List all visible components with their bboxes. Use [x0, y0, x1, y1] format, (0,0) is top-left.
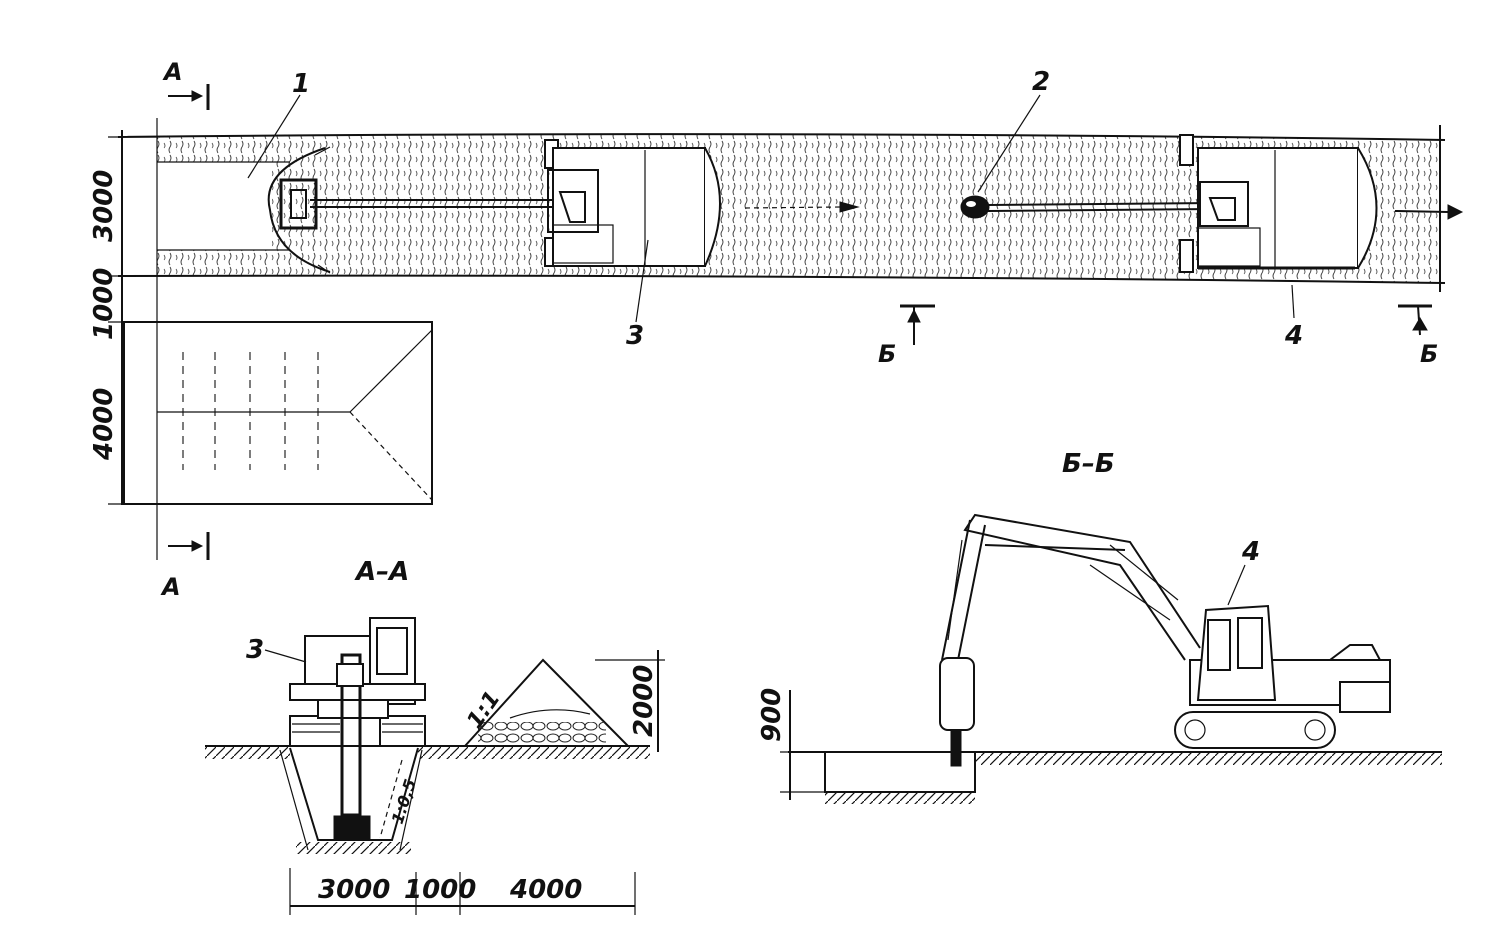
dim-4000-aa: 4000: [509, 875, 582, 905]
section-a-marker-bottom: [168, 532, 210, 560]
direction-arrow: [744, 201, 860, 213]
machine-4-plan: [960, 134, 1464, 273]
section-a-marker-top: [168, 84, 210, 110]
dim-2000-lines: [595, 650, 665, 752]
callout-2: 2: [1032, 67, 1050, 97]
section-a-label-top: А: [162, 58, 183, 86]
dim-3000-plan: 3000: [89, 170, 119, 242]
road-strip-fill: [155, 134, 1440, 283]
callout-4-section: 4: [1241, 537, 1260, 567]
spoil-heap-section: [462, 658, 631, 747]
dim-900-lines: [780, 690, 830, 800]
machine-3-section: [289, 617, 426, 841]
section-b-marker-right: [1398, 304, 1432, 336]
plan-view: 3000 1000 4000 А А Б Б 1: [89, 58, 1464, 601]
dim-2000: 2000: [629, 665, 659, 737]
section-bb-title: Б–Б: [1062, 449, 1115, 479]
section-bb: Б–Б 900: [757, 449, 1442, 804]
callout-3: 3: [626, 321, 644, 351]
section-aa-title: А–А: [354, 557, 409, 587]
section-b-marker-left: [900, 304, 935, 345]
section-aa: А–А 3: [205, 557, 665, 915]
ripper-tool: [279, 178, 560, 230]
section-a-label-bottom: А: [160, 573, 181, 601]
road-edge-top: [117, 133, 1446, 141]
spoil-heap-plan: [123, 321, 433, 505]
dim-1000-plan: 1000: [89, 268, 119, 340]
cleared-zone: [157, 162, 272, 250]
trench-slope-label: 1:0,5: [388, 777, 420, 827]
hydraulic-hammer-head: [960, 195, 990, 219]
bottom-dims-aa: [289, 868, 636, 915]
section-b-label-left: Б: [878, 340, 896, 368]
callout-1: 1: [292, 69, 310, 99]
ripper-face-arc: [267, 147, 331, 273]
dim-4000-plan: 4000: [89, 388, 119, 461]
plan-dimensions: [108, 118, 160, 560]
section-b-label-right: Б: [1420, 340, 1438, 368]
excavator-4: [939, 513, 1391, 767]
dim-900: 900: [757, 688, 787, 742]
callout-4: 4: [1284, 321, 1303, 351]
dim-1000-aa: 1000: [404, 875, 476, 905]
broken-pavement: [824, 751, 976, 804]
machine-3-plan: [544, 139, 721, 267]
dim-3000-aa: 3000: [318, 875, 390, 905]
callout-3-section: 3: [246, 635, 264, 665]
road-edge-bottom: [117, 274, 1446, 284]
